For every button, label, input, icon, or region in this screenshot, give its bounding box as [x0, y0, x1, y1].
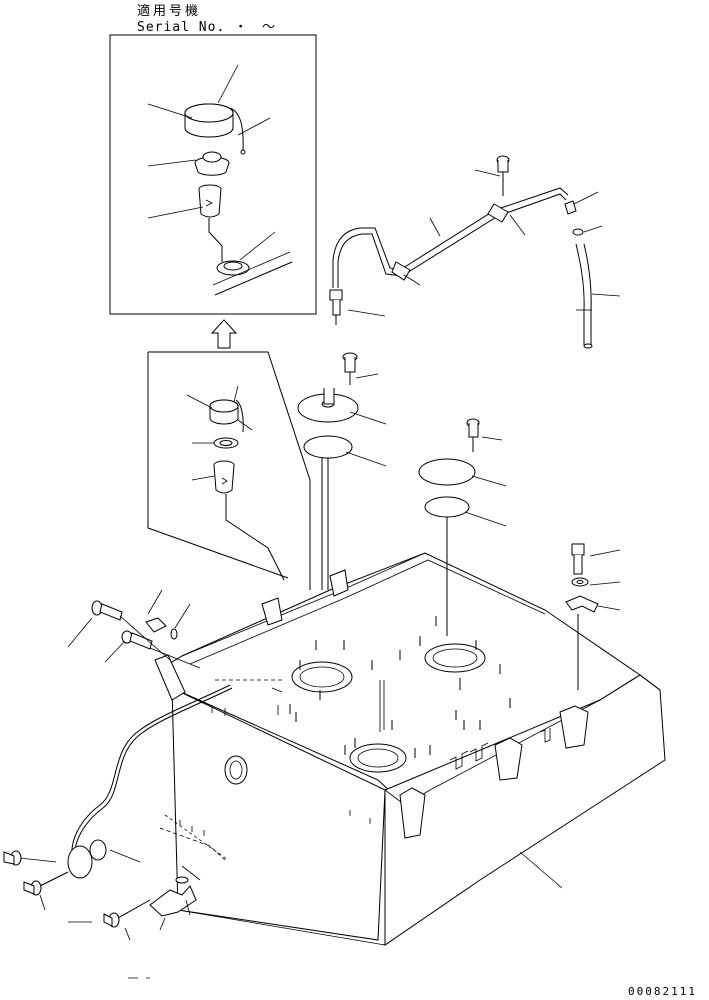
drawing-code: 00082111	[628, 985, 697, 998]
detail-adapter	[194, 151, 230, 176]
serial-range: ・ ～	[234, 20, 277, 35]
detail-flange	[212, 251, 293, 296]
applicability-label: 適用号機	[137, 4, 202, 19]
filler-assembly	[147, 351, 311, 590]
detail-strainer	[198, 184, 223, 262]
serial-label: Serial No.	[137, 20, 226, 35]
detail-inset	[109, 34, 317, 315]
breather-piping	[329, 155, 621, 349]
detail-frame	[109, 34, 317, 315]
bracket-bolts	[565, 543, 621, 690]
tank-leader	[519, 851, 563, 889]
serial-number-line: Serial No. ・ ～	[137, 16, 276, 35]
up-arrow-icon	[210, 319, 238, 349]
top-covers	[297, 352, 507, 732]
fuel-tank	[154, 552, 666, 946]
sender-wiring	[3, 684, 233, 941]
drain-fittings	[67, 589, 201, 669]
bottom-marks	[68, 921, 150, 979]
detail-cap	[184, 103, 246, 155]
